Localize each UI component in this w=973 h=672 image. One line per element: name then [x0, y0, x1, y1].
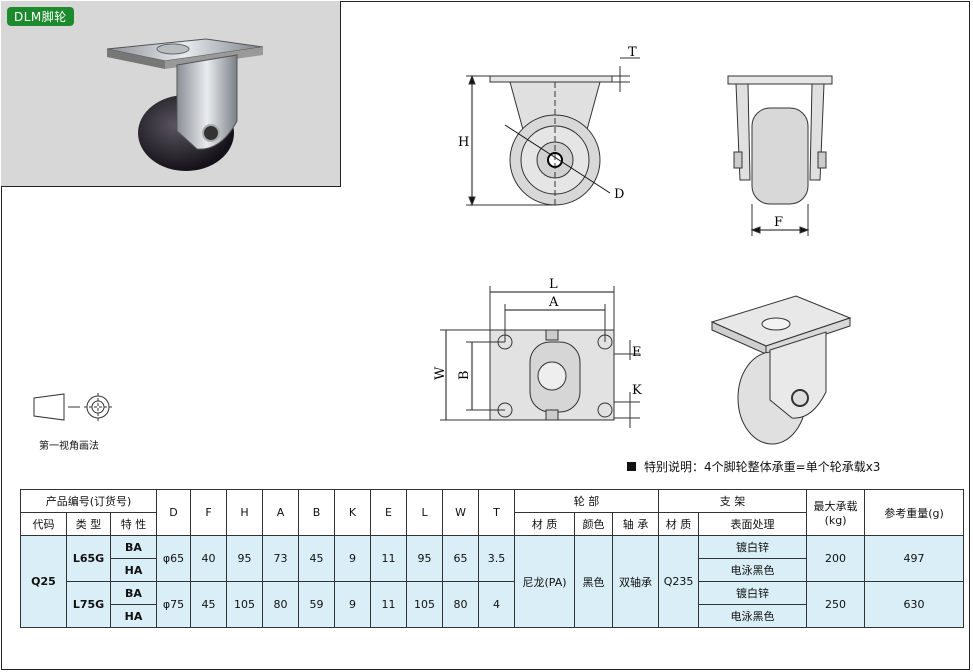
th-wheel: 轮 部: [514, 489, 660, 513]
iso-view: [710, 295, 852, 445]
cell-weight: 497: [864, 535, 965, 582]
product-tag: DLM脚轮: [7, 7, 74, 26]
th-bearing: 轴 承: [612, 512, 660, 536]
th-product-code: 产品编号(订货号): [19, 489, 158, 513]
technical-drawings: T H D F: [33, 45, 852, 445]
cell-h: 105: [226, 581, 264, 628]
caster-photo: [106, 38, 264, 171]
cell-e: 11: [370, 535, 408, 582]
cell-wheel-color: 黑色: [574, 535, 614, 628]
cell-t: 3.5: [478, 535, 516, 582]
cell-h: 95: [226, 535, 264, 582]
cell-b: 59: [298, 581, 336, 628]
dim-e-label: E: [632, 345, 642, 360]
cell-surface: 镀白锌: [698, 535, 808, 559]
th-max-load-unit: (kg): [824, 514, 847, 527]
dim-d-label: D: [614, 187, 624, 202]
cell-k: 9: [334, 581, 372, 628]
dim-f-label: F: [774, 215, 783, 230]
cell-max-load: 200: [806, 535, 866, 582]
cell-b: 45: [298, 535, 336, 582]
top-view: [440, 286, 640, 428]
dim-a-label: A: [548, 295, 559, 310]
th-max-load-label: 最大承载: [813, 500, 858, 513]
first-angle-symbol: [33, 393, 112, 421]
cell-k: 9: [334, 535, 372, 582]
cell-a: 80: [262, 581, 300, 628]
cell-feature: BA: [109, 535, 158, 559]
special-note-text: 特别说明：4个脚轮整体承重=单个轮承载x3: [644, 460, 881, 474]
cell-l: 95: [406, 535, 444, 582]
first-angle-caption: 第一视角画法: [39, 441, 99, 452]
cell-f: 40: [190, 535, 228, 582]
cell-type: L75G: [66, 581, 111, 628]
th-wheel-material: 材 质: [514, 512, 576, 536]
cell-type: L65G: [66, 535, 111, 582]
table-row: L75G BA φ75 45 105 80 59 9 11 105 80 4 镀…: [21, 581, 965, 628]
dim-l-label: L: [549, 277, 558, 292]
th-max-load: 最大承载(kg): [806, 489, 866, 536]
th-w: W: [442, 489, 480, 536]
cell-bracket-material: Q235: [658, 535, 700, 628]
cell-d: φ65: [156, 535, 192, 582]
spec-table: 产品编号(订货号) D F H A B K E L W T 轮 部 支 架 最大…: [19, 489, 965, 628]
side-view: [466, 57, 640, 207]
th-t: T: [478, 489, 516, 536]
th-e: E: [370, 489, 408, 536]
cell-feature: HA: [109, 558, 158, 582]
cell-e: 11: [370, 581, 408, 628]
cell-w: 65: [442, 535, 480, 582]
cell-a: 73: [262, 535, 300, 582]
th-d: D: [156, 489, 192, 536]
cell-surface: 镀白锌: [698, 581, 808, 605]
dim-w-label: W: [433, 366, 448, 380]
table-row: Q25 L65G BA φ65 40 95 73 45 9 11 95 65 3…: [20, 535, 965, 628]
table-row: HA 电泳黑色: [21, 604, 964, 628]
dim-k-label: K: [632, 383, 642, 398]
cell-d: φ75: [156, 581, 192, 628]
product-photo-panel: DLM脚轮: [1, 1, 341, 187]
cell-surface: 电泳黑色: [698, 604, 808, 628]
th-weight: 参考重量(g): [864, 489, 965, 536]
bullet-square-icon: [627, 462, 636, 471]
dim-t-label: T: [628, 45, 637, 60]
th-code: 代码: [20, 512, 67, 536]
th-surface: 表面处理: [698, 512, 808, 536]
cell-feature: BA: [109, 581, 158, 605]
th-k: K: [334, 489, 372, 536]
header-row-1: 产品编号(订货号) D F H A B K E L W T 轮 部 支 架 最大…: [19, 489, 965, 536]
th-type: 类 型: [66, 512, 111, 536]
cell-feature: HA: [109, 604, 158, 628]
cell-code: Q25: [20, 535, 67, 628]
cell-bearing: 双轴承: [612, 535, 660, 628]
cell-w: 80: [442, 581, 480, 628]
th-b: B: [298, 489, 336, 536]
cell-surface: 电泳黑色: [698, 558, 808, 582]
special-note: 特别说明：4个脚轮整体承重=单个轮承载x3: [627, 458, 880, 475]
dim-b-label: B: [457, 370, 472, 380]
cell-weight: 630: [864, 581, 965, 628]
cell-max-load: 250: [806, 581, 866, 628]
dim-h-label: H: [458, 135, 469, 150]
th-l: L: [406, 489, 444, 536]
cell-l: 105: [406, 581, 444, 628]
th-a: A: [262, 489, 300, 536]
th-bracket-material: 材 质: [658, 512, 700, 536]
cell-wheel-material: 尼龙(PA): [514, 535, 576, 628]
th-bracket: 支 架: [658, 489, 808, 513]
th-feature: 特 性: [109, 512, 158, 536]
front-view: [727, 75, 833, 236]
th-f: F: [190, 489, 228, 536]
cell-t: 4: [478, 581, 516, 628]
th-h: H: [226, 489, 264, 536]
cell-f: 45: [190, 581, 228, 628]
header-row-2: 代码 类 型 特 性 材 质 颜色 轴 承 材 质 表面处理: [20, 512, 964, 536]
th-wheel-color: 颜色: [574, 512, 614, 536]
